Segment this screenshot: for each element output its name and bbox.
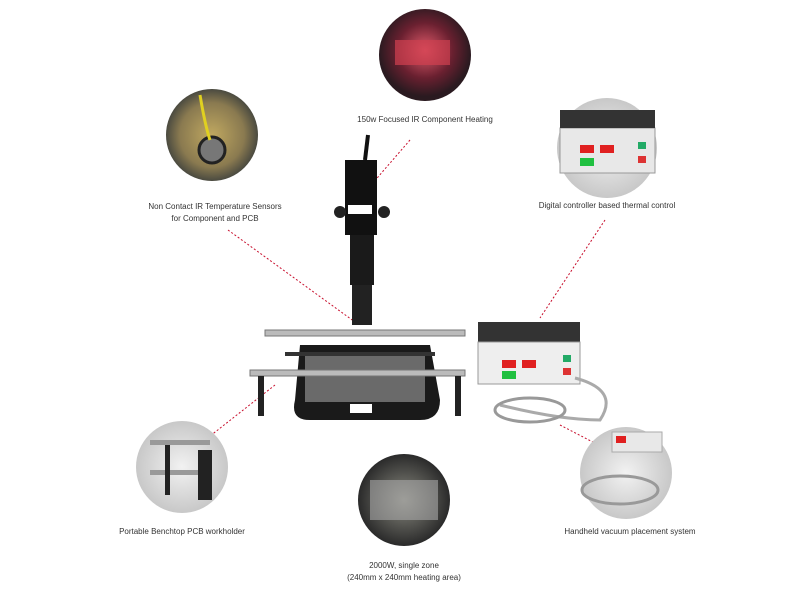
detail-circle-workholder	[136, 421, 228, 513]
detail-circle-heating-zone	[358, 454, 450, 546]
label-ir-heating: 150w Focused IR Component Heating	[357, 115, 493, 124]
label-vacuum: Handheld vacuum placement system	[564, 527, 696, 536]
label-zone-2: (240mm x 240mm heating area)	[347, 573, 461, 582]
label-controller: Digital controller based thermal control	[538, 201, 676, 210]
detail-circle-vacuum	[580, 427, 672, 519]
detail-circle-sensors	[166, 89, 258, 181]
label-zone-1: 2000W, single zone	[369, 561, 439, 570]
label-workholder: Portable Benchtop PCB workholder	[119, 527, 245, 536]
label-sensors-2: for Component and PCB	[171, 214, 259, 223]
controller-unit	[477, 322, 608, 424]
detail-circle-controller	[557, 98, 657, 198]
label-sensors-1: Non Contact IR Temperature Sensors	[148, 202, 282, 211]
detail-circle-ir-heating	[379, 9, 471, 101]
rework-station	[249, 134, 466, 420]
